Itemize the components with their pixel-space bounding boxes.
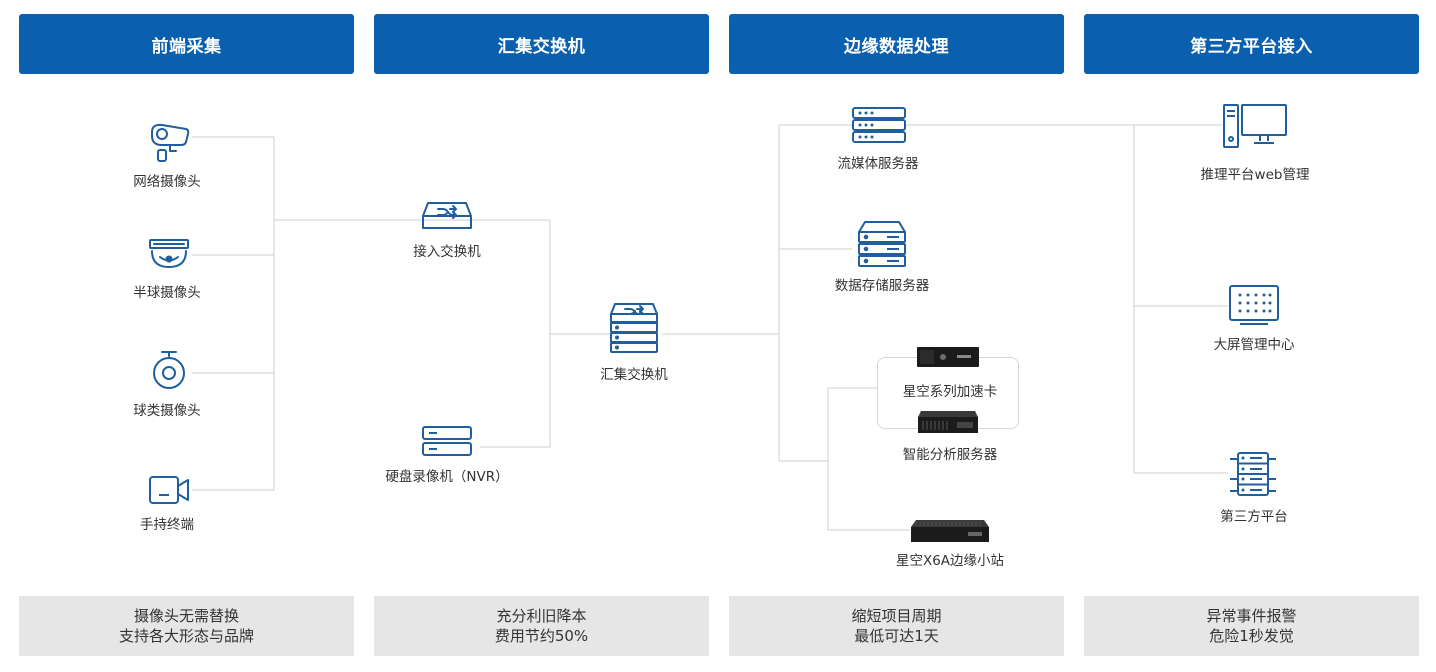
footer-edge-processing: 缩短项目周期 最低可达1天 xyxy=(729,596,1064,656)
edge-station-label: 星空X6A边缘小站 xyxy=(895,553,1005,569)
header-edge-processing: 边缘数据处理 xyxy=(729,14,1064,74)
switch-icon xyxy=(422,202,472,229)
footer-line-2: 最低可达1天 xyxy=(854,627,939,645)
stacked-switch-icon xyxy=(610,303,658,353)
nvr-label: 硬盘录像机（NVR） xyxy=(385,469,509,485)
header-label: 边缘数据处理 xyxy=(844,36,949,57)
footer-line-1: 充分利旧降本 xyxy=(496,607,587,625)
footer-line-1: 缩短项目周期 xyxy=(851,607,942,625)
web-management-label: 推理平台web管理 xyxy=(1200,167,1310,183)
header-label: 汇集交换机 xyxy=(497,36,586,57)
footer-front-collection: 摄像头无需替换 支持各大形态与品牌 xyxy=(19,596,354,656)
handheld-terminal-icon xyxy=(149,476,189,504)
display-grid-icon xyxy=(1229,285,1279,325)
footer-aggregation-switch: 充分利旧降本 费用节约50% xyxy=(374,596,709,656)
core-switch-label: 汇集交换机 xyxy=(600,367,668,383)
screen-center-label: 大屏管理中心 xyxy=(1213,337,1295,353)
footer-line-2: 费用节约50% xyxy=(494,627,589,645)
analysis-server-image xyxy=(918,411,978,433)
footer-line-2: 支持各大形态与品牌 xyxy=(118,627,254,645)
analysis-server-label: 智能分析服务器 xyxy=(902,447,998,463)
storage-server-label: 数据存储服务器 xyxy=(834,278,930,294)
storage-server-icon xyxy=(858,221,906,267)
footer-third-party: 异常事件报警 危险1秒发觉 xyxy=(1084,596,1419,656)
streaming-server-label: 流媒体服务器 xyxy=(837,156,919,172)
header-label: 第三方平台接入 xyxy=(1190,36,1313,57)
header-aggregation-switch: 汇集交换机 xyxy=(374,14,709,74)
ball-camera-label: 球类摄像头 xyxy=(133,403,201,419)
accelerator-card-image xyxy=(917,347,979,367)
header-label: 前端采集 xyxy=(151,36,222,57)
ball-camera-icon xyxy=(153,351,185,389)
server-rack-icon xyxy=(1230,452,1276,496)
dome-camera-icon xyxy=(149,239,189,269)
footer-line-1: 摄像头无需替换 xyxy=(133,607,239,625)
footer-line-1: 异常事件报警 xyxy=(1206,607,1297,625)
network-camera-icon xyxy=(151,123,190,162)
access-switch-label: 接入交换机 xyxy=(413,244,481,260)
footer-line-2: 危险1秒发觉 xyxy=(1209,627,1294,645)
accelerator-card-label: 星空系列加速卡 xyxy=(902,384,998,400)
third-party-platform-label: 第三方平台 xyxy=(1220,509,1288,525)
handheld-terminal-label: 手持终端 xyxy=(140,517,194,533)
edge-station-image xyxy=(911,520,989,542)
network-camera-label: 网络摄像头 xyxy=(133,174,201,190)
header-front-collection: 前端采集 xyxy=(19,14,354,74)
streaming-server-icon xyxy=(852,107,906,143)
desktop-computer-icon xyxy=(1223,104,1287,148)
dome-camera-label: 半球摄像头 xyxy=(133,285,201,301)
header-third-party: 第三方平台接入 xyxy=(1084,14,1419,74)
nvr-icon xyxy=(422,426,472,456)
